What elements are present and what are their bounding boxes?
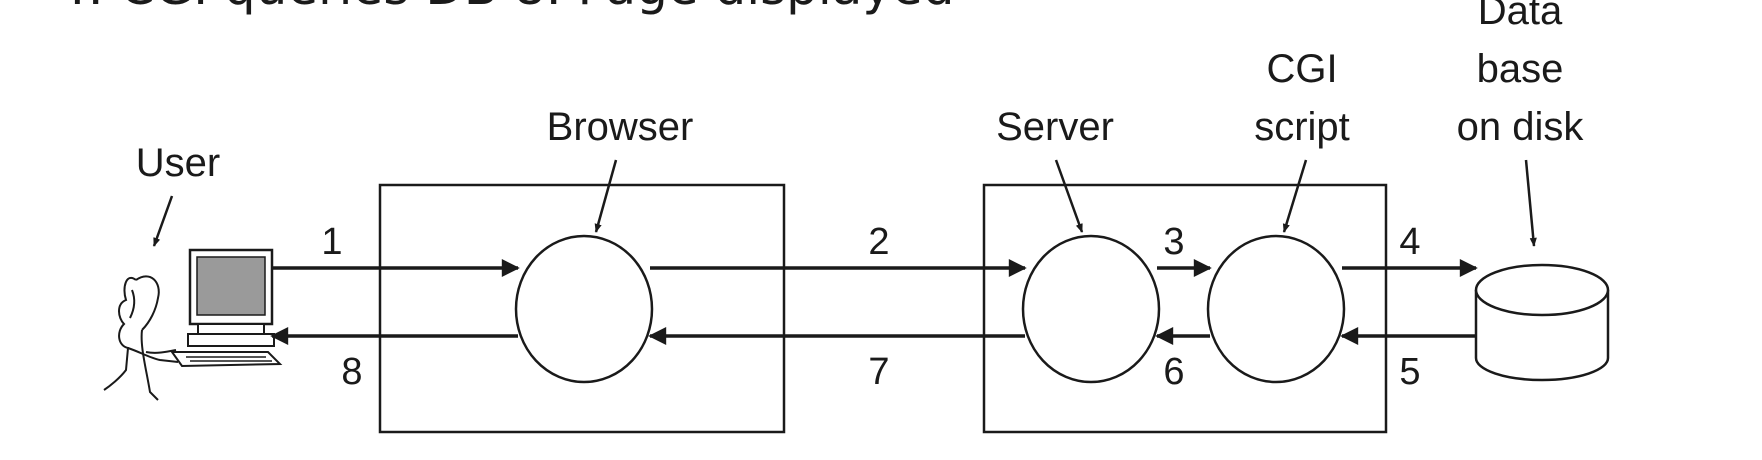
browser-machine-box xyxy=(378,183,786,434)
database-cylinder-icon xyxy=(1474,263,1610,382)
user-pointer-arrow xyxy=(152,195,174,247)
server-label: Server xyxy=(996,105,1114,149)
step-label-3: 3 xyxy=(1163,221,1184,263)
server-process-circle xyxy=(1021,234,1161,384)
user-label: User xyxy=(136,141,220,185)
browser-process-circle xyxy=(514,234,654,384)
step-label-1: 1 xyxy=(321,221,342,263)
db-label-line2: base xyxy=(1477,47,1564,91)
caption-fragment: 4. CGI queries DB 8. Page displayed xyxy=(56,0,955,16)
db-label-line3: on disk xyxy=(1457,105,1585,149)
step-label-7: 7 xyxy=(868,351,889,393)
cgi-label-line2: script xyxy=(1254,105,1350,149)
step-label-6: 6 xyxy=(1163,351,1184,393)
cgi-script-circle xyxy=(1206,234,1346,384)
db-label-line1: Data xyxy=(1478,0,1563,33)
browser-label: Browser xyxy=(547,105,694,149)
user-at-computer-icon xyxy=(103,248,283,401)
browser-pointer-arrow xyxy=(594,159,618,233)
step-label-4: 4 xyxy=(1399,221,1420,263)
step-label-5: 5 xyxy=(1399,351,1420,393)
step-label-2: 2 xyxy=(868,221,889,263)
step-label-8: 8 xyxy=(341,351,362,393)
cgi-label-line1: CGI xyxy=(1266,47,1337,91)
server-pointer-arrow xyxy=(1054,159,1084,233)
server-machine-box xyxy=(982,183,1388,434)
database-pointer-arrow xyxy=(1524,159,1537,247)
cgi-pointer-arrow xyxy=(1282,159,1308,233)
